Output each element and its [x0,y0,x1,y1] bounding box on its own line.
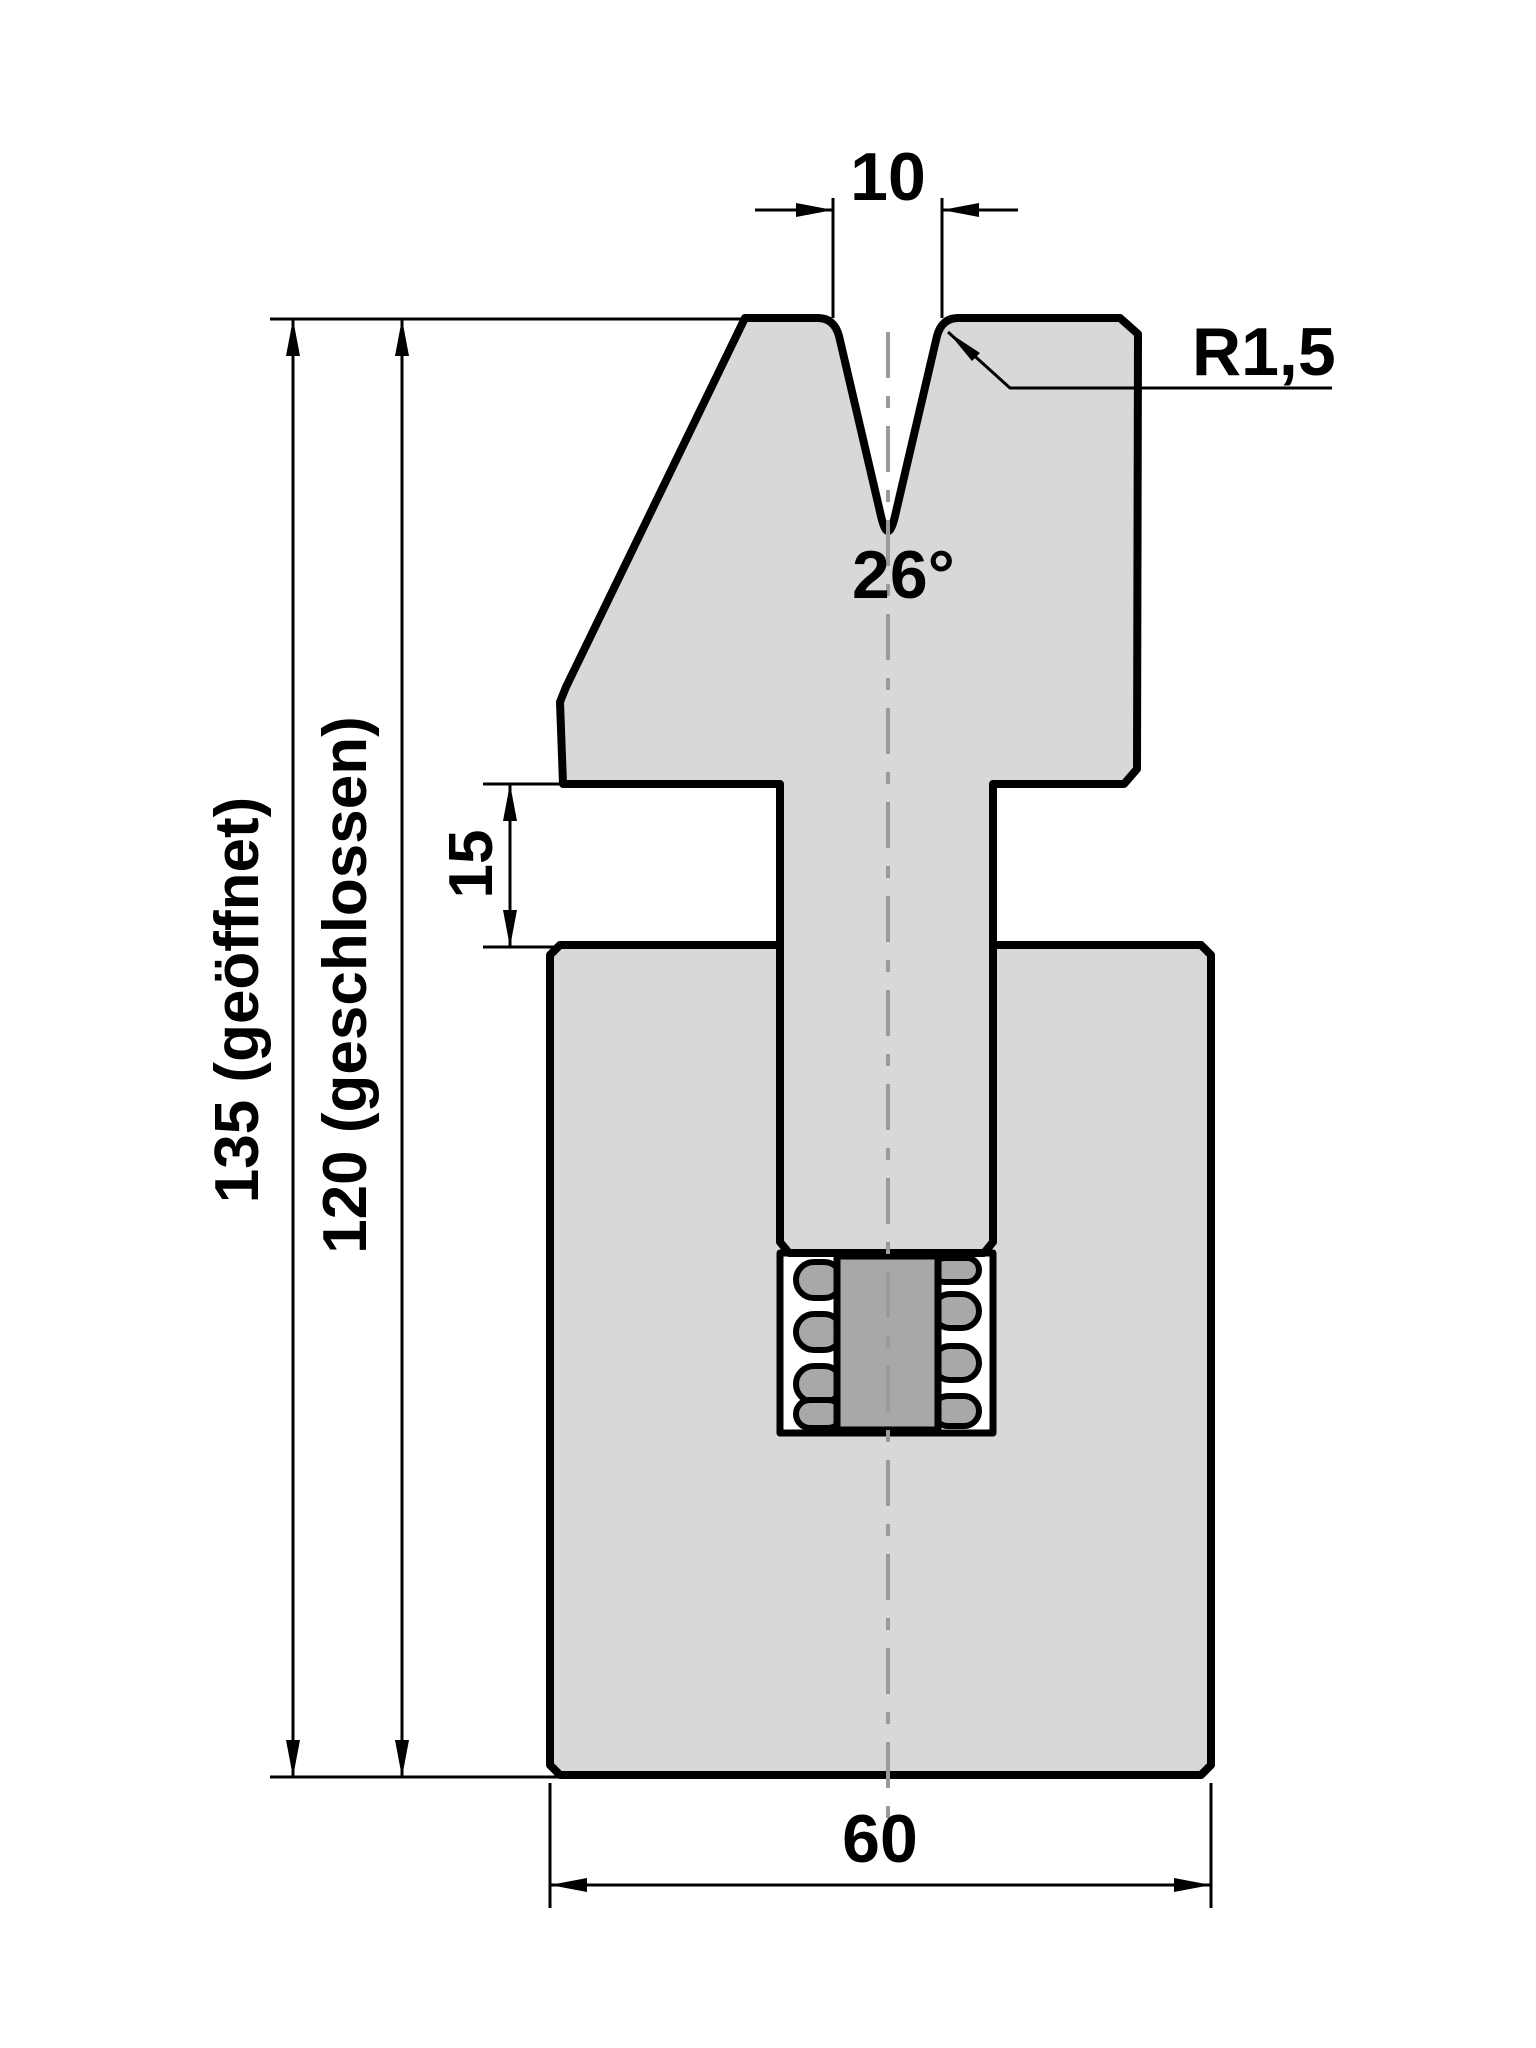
height-open-label: 135 (geöffnet) [203,797,272,1203]
base-width-label: 60 [842,1801,918,1877]
dimension-heights: 135 (geöffnet) 120 (geschlossen) [203,317,742,1779]
dimension-groove-radius: R1,5 [946,314,1336,390]
arrowhead [286,319,300,356]
spring-stroke-label: 15 [437,830,506,899]
groove-angle-label: 26° [852,537,955,613]
groove-width-label: 10 [850,139,926,215]
dimension-spring-stroke: 15 [437,782,566,949]
arrowhead [948,332,980,361]
arrowhead [395,1740,409,1777]
arrowhead [1174,1878,1211,1892]
upper-die-body [556,314,1142,1257]
height-closed-label: 120 (geschlossen) [311,716,380,1254]
dimension-groove-width: 10 [755,139,1018,318]
arrowhead [796,203,833,217]
arrowhead [550,1878,587,1892]
spring-coil-left [793,1259,845,1431]
arrowhead [942,203,979,217]
spring-coil-right [930,1255,982,1429]
dimension-base-width: 60 [548,1783,1213,1908]
arrowhead [503,784,517,821]
arrowhead [395,319,409,356]
groove-radius-label: R1,5 [1192,314,1336,390]
arrowhead [503,910,517,947]
arrowhead [286,1740,300,1777]
